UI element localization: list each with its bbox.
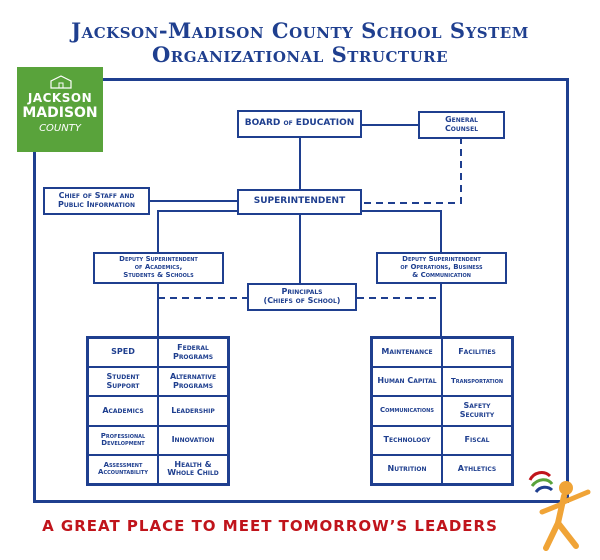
academics-departments-grid: SPED Federal Programs Student Support Al…: [86, 336, 230, 486]
logo-text-madison: MADISON: [22, 105, 98, 121]
board-of-education-label: BOARD of EDUCATION: [244, 118, 355, 129]
logo-text-county: COUNTY: [39, 123, 81, 134]
principals-box: Principals (Chiefs of School): [247, 283, 357, 311]
dept-cell: Assessment Accountability: [88, 454, 158, 484]
dept-cell: Nutrition: [372, 454, 442, 484]
dept-cell: Fiscal: [442, 425, 512, 455]
principals-label-1: Principals: [281, 287, 323, 297]
dept-cell: Federal Programs: [158, 338, 228, 368]
superintendent-box: SUPERINTENDENT: [237, 189, 362, 215]
deputy-operations-label-1: Deputy Superintendent: [402, 255, 481, 264]
board-of-education-box: BOARD of EDUCATION: [237, 110, 362, 138]
schoolhouse-icon: [50, 75, 72, 89]
dept-cell: Innovation: [158, 425, 228, 455]
deputy-operations-label-2: of Operations, Business: [400, 263, 483, 272]
dept-cell: Academics: [88, 396, 158, 426]
general-counsel-label-1: General: [445, 115, 478, 125]
dept-cell: Facilities: [442, 338, 512, 368]
chief-of-staff-label-2: Public Information: [58, 200, 135, 209]
dept-cell: Health & Whole Child: [158, 454, 228, 484]
dept-cell: Human Capital: [372, 367, 442, 397]
leaping-figure-icon: [528, 471, 591, 551]
dept-cell: Alternative Programs: [158, 367, 228, 397]
dashed-counsel-superintendent: [362, 137, 462, 204]
principals-label-2: (Chiefs of School): [263, 296, 341, 305]
dept-cell: Athletics: [442, 454, 512, 484]
tagline: A GREAT PLACE TO MEET TOMORROW’S LEADERS: [42, 517, 498, 535]
dept-cell: Maintenance: [372, 338, 442, 368]
chief-of-staff-label-1: Chief of Staff and: [58, 191, 135, 201]
deputy-operations-label-3: & Communication: [412, 270, 471, 279]
district-logo: JACKSON MADISON COUNTY: [17, 67, 103, 152]
dept-cell: SPED: [88, 338, 158, 368]
deputy-academics-box: Deputy Superintendent of Academics, Stud…: [93, 252, 224, 284]
deputy-academics-label-3: Students & Schools: [123, 270, 194, 279]
dept-cell: Transportation: [442, 367, 512, 397]
operations-departments-grid: Maintenance Facilities Human Capital Tra…: [370, 336, 514, 486]
line-superintendent-deputy-academic: [157, 210, 237, 252]
general-counsel-label-2: Counsel: [444, 124, 479, 133]
deputy-operations-box: Deputy Superintendent of Operations, Bus…: [376, 252, 507, 284]
dept-cell: Technology: [372, 425, 442, 455]
dept-cell: Communications: [372, 396, 442, 426]
logo-text-jackson: JACKSON: [27, 91, 93, 105]
dept-cell: Student Support: [88, 367, 158, 397]
chief-of-staff-box: Chief of Staff and Public Information: [43, 187, 150, 215]
general-counsel-box: General Counsel: [418, 111, 505, 139]
deputy-academics-label-2: of Academics,: [134, 263, 183, 272]
deputy-academics-label-1: Deputy Superintendent: [119, 255, 198, 264]
dept-cell: Leadership: [158, 396, 228, 426]
org-chart-title: Jackson-Madison County School System: [71, 18, 529, 43]
org-chart-subtitle: Organizational Structure: [151, 42, 449, 67]
dept-cell: Professional Development: [88, 425, 158, 455]
line-superintendent-deputy-ops: [362, 210, 442, 252]
chart-frame: [33, 78, 569, 503]
dept-cell: Safety Security: [442, 396, 512, 426]
superintendent-label: SUPERINTENDENT: [253, 196, 346, 207]
